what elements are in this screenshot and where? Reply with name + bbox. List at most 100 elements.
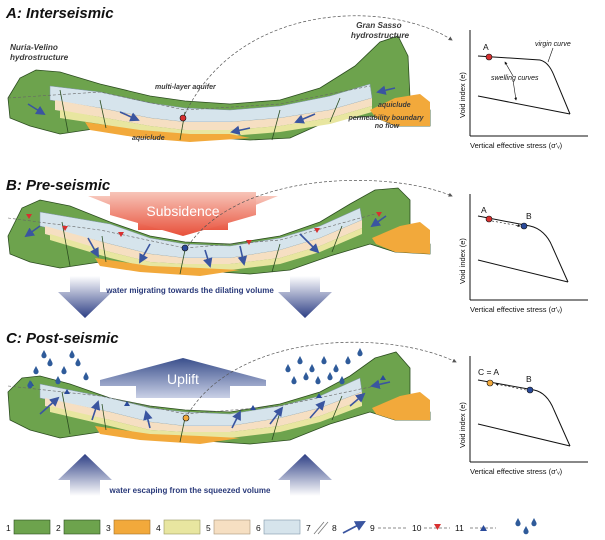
graph-b: A B Void index (e) Vertical effective st… — [458, 194, 588, 314]
faults-c — [61, 391, 343, 443]
link-arrow-c — [187, 341, 457, 415]
flow-arrows-a — [27, 85, 396, 136]
aquiclude-a — [85, 122, 250, 142]
graph-c-point-b — [526, 386, 534, 394]
layer-peach-c — [45, 392, 362, 432]
graph-c-xlabel: Vertical effective stress (σ'ᵥ) — [470, 467, 563, 476]
legend-10-label: 10 — [412, 523, 422, 533]
faults-b — [61, 221, 343, 275]
water-table-a — [7, 85, 371, 111]
left-structure-line1: Nuria-Velino — [10, 43, 58, 52]
graph-b-virgin-curve — [477, 215, 569, 283]
panel-c-title: C: Post-seismic — [6, 330, 119, 347]
legend-7-label: 7 — [306, 523, 311, 533]
graph-b-point-a-label: A — [481, 205, 487, 215]
link-arrow-a — [184, 15, 453, 115]
graph-b-swelling-curve — [477, 259, 569, 283]
panel-b-title: B: Pre-seismic — [6, 177, 111, 194]
graph-a: A swelling curves virgin curve Void inde… — [458, 30, 588, 150]
link-arrow-b — [187, 180, 453, 247]
panel-a-title: A: Interseismic — [5, 5, 114, 22]
right-structure-line2: hydrostructure — [351, 31, 410, 40]
boundary-label: permeability boundary no flow — [347, 115, 425, 130]
water-table-b — [7, 213, 376, 249]
legend-1-label: 1 — [6, 523, 11, 533]
legend-1-swatch — [13, 519, 51, 535]
legend-4-swatch — [163, 519, 201, 535]
legend-2-label: 2 — [56, 523, 61, 533]
subsidence-label: Subsidence — [146, 203, 219, 219]
aquiclude-right-label: aquiclude — [378, 102, 411, 109]
cross-section-a — [7, 35, 431, 142]
legend-3-swatch — [113, 519, 151, 535]
panel-b: B: Pre-seismic — [6, 177, 588, 318]
aquifer-label: multi-layer aquifer — [155, 84, 217, 91]
legend-8-label: 8 — [332, 523, 337, 533]
cross-section-b — [7, 187, 431, 276]
legend-5-label: 5 — [206, 523, 211, 533]
left-structure-line2: hydrostructure — [10, 53, 69, 62]
legend-7-symbol — [313, 521, 329, 535]
graph-a-xlabel: Vertical effective stress (σ'ᵥ) — [470, 141, 563, 150]
left-structure-label: Nuria-Velino hydrostructure — [10, 43, 69, 62]
graph-b-point-b-label: B — [526, 211, 532, 221]
aquiclude-b — [95, 258, 240, 276]
subsidence-arrow-body — [110, 192, 256, 236]
migration-banner: water migrating towards the dilating vol… — [105, 286, 274, 295]
piezometric-markers-b — [26, 212, 382, 245]
legend-6-label: 6 — [256, 523, 261, 533]
legend-11-symbol — [470, 525, 496, 531]
escape-arrow-right — [278, 454, 332, 496]
graph-c-ylabel: Void index (e) — [458, 402, 467, 448]
graph-a-ylabel: Void index (e) — [458, 72, 467, 118]
aquiclude-left-label: aquiclude — [132, 135, 165, 142]
aquiclude-right-c — [372, 392, 430, 420]
observation-point-c — [182, 414, 190, 422]
graph-b-point-b — [520, 222, 528, 230]
graph-c: C = A B Void index (e) Vertical effectiv… — [458, 356, 588, 476]
legend-10-symbol — [424, 524, 450, 530]
legend-4-label: 4 — [156, 523, 161, 533]
graph-c-point-ca — [486, 379, 494, 387]
flow-arrows-c — [39, 379, 391, 429]
legend-9-label: 9 — [370, 523, 375, 533]
legend-2-swatch — [63, 519, 101, 535]
escape-arrow-left — [58, 454, 112, 496]
layer-yellow-c — [50, 400, 362, 438]
boundary-line2: no flow — [375, 123, 400, 130]
migration-arrow-left — [58, 276, 112, 318]
graph-c-path-arrow — [495, 382, 527, 391]
panel-c: C: Post-seismic — [6, 330, 588, 496]
layer-peach-b — [45, 220, 362, 264]
legend-springs-icon — [515, 518, 537, 535]
boundary-line1: permeability boundary — [347, 115, 424, 122]
panel-a: A: Interseismic — [5, 5, 588, 150]
graph-b-point-a — [485, 215, 493, 223]
aquiclude-c — [95, 426, 240, 444]
uplift-arrow — [100, 358, 266, 398]
water-table-c — [7, 385, 376, 415]
graph-a-swelling-label: swelling curves — [491, 75, 539, 82]
uplift-label: Uplift — [167, 371, 199, 387]
aquiclude-right-b — [372, 222, 430, 254]
legend: 1 2 3 4 5 6 7 8 9 10 11 — [6, 518, 537, 535]
graph-a-virgin-label: virgin curve — [535, 41, 571, 48]
observation-point-a — [179, 114, 187, 122]
aquiclude-right-a — [370, 94, 430, 126]
graph-a-pointer2 — [512, 79, 518, 101]
legend-8-symbol — [342, 520, 366, 534]
right-structure-label: Gran Sasso hydrostructure — [351, 21, 410, 40]
legend-3-label: 3 — [106, 523, 111, 533]
graph-a-pointer3 — [547, 47, 554, 63]
graph-c-point-ca-label: C = A — [478, 367, 499, 377]
graph-a-point-a-label: A — [483, 42, 489, 52]
graph-a-virgin-curve — [477, 55, 571, 115]
observation-point-b — [181, 244, 189, 252]
graph-c-point-b-label: B — [526, 374, 532, 384]
graph-b-ylabel: Void index (e) — [458, 238, 467, 284]
graph-c-virgin-curve — [477, 379, 571, 447]
migration-arrow-right — [278, 276, 332, 318]
escape-banner: water escaping from the squeezed volume — [109, 486, 271, 495]
